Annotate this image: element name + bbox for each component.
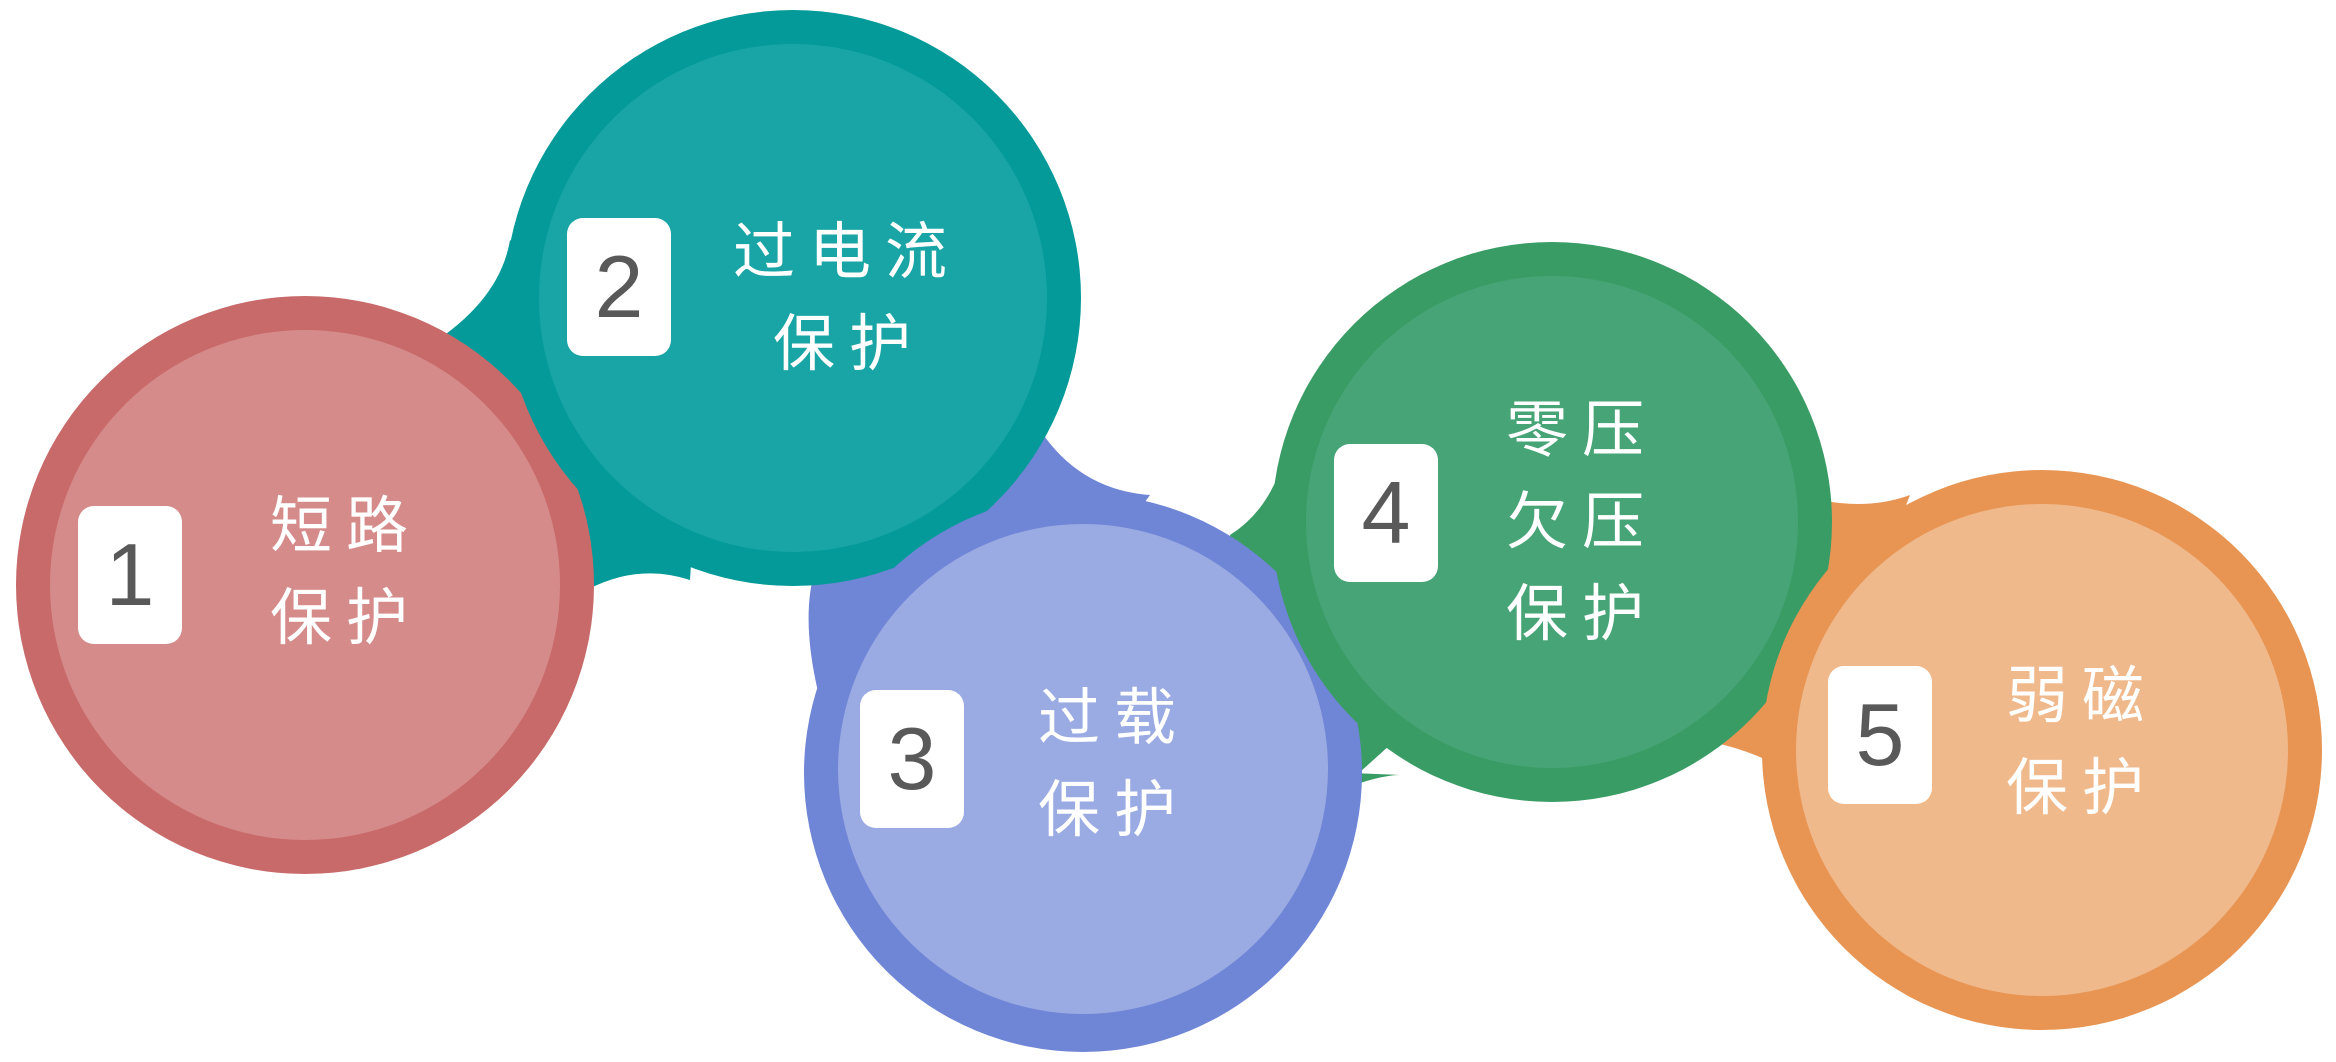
step-label-3: 过载 保护 <box>1038 672 1190 856</box>
step-label-1: 短路 保护 <box>270 480 422 664</box>
step-badge-5: 5 <box>1828 666 1932 804</box>
step-label-2: 过电流 保护 <box>733 206 961 390</box>
bubble-overload: 3 过载 保护 <box>804 494 1362 1052</box>
step-label-4: 零压 欠压 保护 <box>1506 384 1658 660</box>
bubble-undervoltage: 4 零压 欠压 保护 <box>1272 242 1832 802</box>
step-number: 5 <box>1855 685 1905 784</box>
label-line: 保护 <box>1038 773 1191 846</box>
label-line: 保护 <box>773 307 926 380</box>
label-line: 弱磁 <box>2006 659 2159 732</box>
label-line: 保护 <box>270 581 423 654</box>
label-line: 零压 <box>1506 393 1659 466</box>
step-badge-1: 1 <box>78 506 182 644</box>
step-number: 2 <box>594 237 644 336</box>
step-number: 1 <box>105 525 155 624</box>
label-line: 保护 <box>2006 751 2159 824</box>
step-badge-4: 4 <box>1334 444 1438 582</box>
label-line: 欠压 <box>1506 485 1659 558</box>
label-line: 过电流 <box>733 215 962 288</box>
bubble-overcurrent: 2 过电流 保护 <box>505 10 1081 586</box>
label-line: 短路 <box>270 489 423 562</box>
step-badge-2: 2 <box>567 218 671 356</box>
step-number: 4 <box>1361 463 1411 562</box>
label-line: 保护 <box>1506 577 1659 650</box>
step-badge-3: 3 <box>860 690 964 828</box>
step-label-5: 弱磁 保护 <box>2006 650 2158 834</box>
bubble-field-weakening: 5 弱磁 保护 <box>1762 470 2322 1030</box>
bubble-short-circuit: 1 短路 保护 <box>16 296 594 874</box>
step-number: 3 <box>887 709 937 808</box>
label-line: 过载 <box>1038 681 1191 754</box>
